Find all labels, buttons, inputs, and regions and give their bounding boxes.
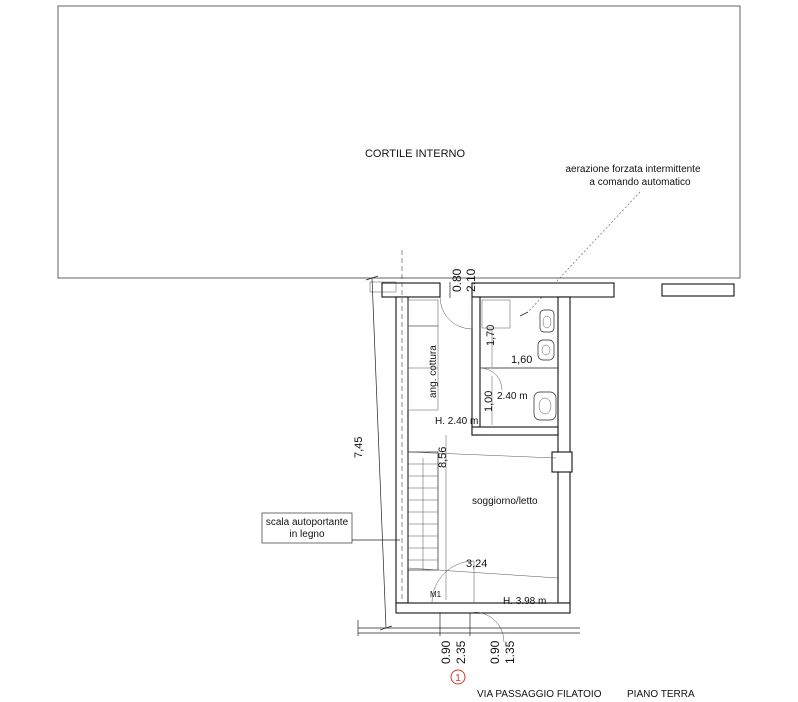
entrance-door-swing <box>431 560 475 604</box>
dim-tick-top <box>365 275 379 281</box>
bath-bottom-wall <box>471 426 559 436</box>
bath-door-swing <box>479 367 503 391</box>
right-wall-pillar <box>551 451 573 473</box>
stair-callout-line2: in legno <box>289 529 324 540</box>
dim-line-total-length <box>371 277 387 629</box>
courtyard-door-swing <box>439 296 473 330</box>
shower-tray <box>481 299 511 329</box>
ventilation-leader-tip <box>519 311 529 317</box>
ventilation-note-line2: a comando automatico <box>589 177 691 188</box>
dim-total-length: 7,45 <box>353 437 365 458</box>
dim-top-door-height: 2.10 <box>464 268 478 292</box>
bidet-icon <box>537 339 555 361</box>
bath-left-wall <box>471 296 481 436</box>
living-label: soggiorno/letto <box>472 496 538 507</box>
dim-line-living-top <box>407 451 557 459</box>
top-wall-far <box>661 283 735 297</box>
stair-callout-box <box>261 512 353 544</box>
dim-inner-length: 8,56 <box>437 447 449 468</box>
kitchen-height-label: H. 2.40 m <box>435 416 478 427</box>
street-label: VIA PASSAGGIO FILATOIO <box>477 689 602 700</box>
kitchen-label: ang. cottura <box>428 345 439 398</box>
dim-front-door-width: 0.90 <box>439 640 453 664</box>
dim-line-living-width <box>407 567 559 579</box>
living-height-label: H. 3.98 m <box>503 596 546 607</box>
toilet-icon <box>539 309 555 333</box>
stair-callout-line1: scala autoportante <box>266 517 349 528</box>
stair-icon <box>407 451 439 571</box>
courtyard-outline <box>57 5 741 279</box>
dim-living-width: 3,24 <box>466 558 487 570</box>
left-wall-cap <box>369 281 397 293</box>
dim-front-door-height: 2.35 <box>454 640 468 664</box>
dim-window-width: 0.90 <box>488 640 502 664</box>
bath-height-label: 2.40 m <box>497 391 528 402</box>
entrance-marker-number: 1 <box>455 673 461 684</box>
right-wall <box>557 296 571 604</box>
dim-window-height: 1.35 <box>503 640 517 664</box>
door-tag: M1 <box>430 590 442 599</box>
bottom-wall <box>395 602 571 614</box>
floor-label: PIANO TERRA <box>627 689 695 700</box>
window-swing <box>473 611 505 643</box>
entrance-marker-circle <box>450 669 466 685</box>
sink-icon <box>533 391 557 421</box>
ventilation-note-line1: aerazione forzata intermittente <box>565 164 701 175</box>
dim-top-door-width: 0.80 <box>450 268 464 292</box>
dim-bath-depth: 1,70 <box>485 325 497 346</box>
kitchen-counter-top <box>407 299 439 327</box>
dim-bath-width: 1,60 <box>511 354 532 366</box>
top-wall-left <box>381 282 441 298</box>
top-wall-right <box>471 282 615 298</box>
dim-tick-bottom <box>379 625 393 631</box>
courtyard-label: CORTILE INTERNO <box>365 148 465 160</box>
dim-bath-lower-depth: 1,00 <box>483 391 495 412</box>
